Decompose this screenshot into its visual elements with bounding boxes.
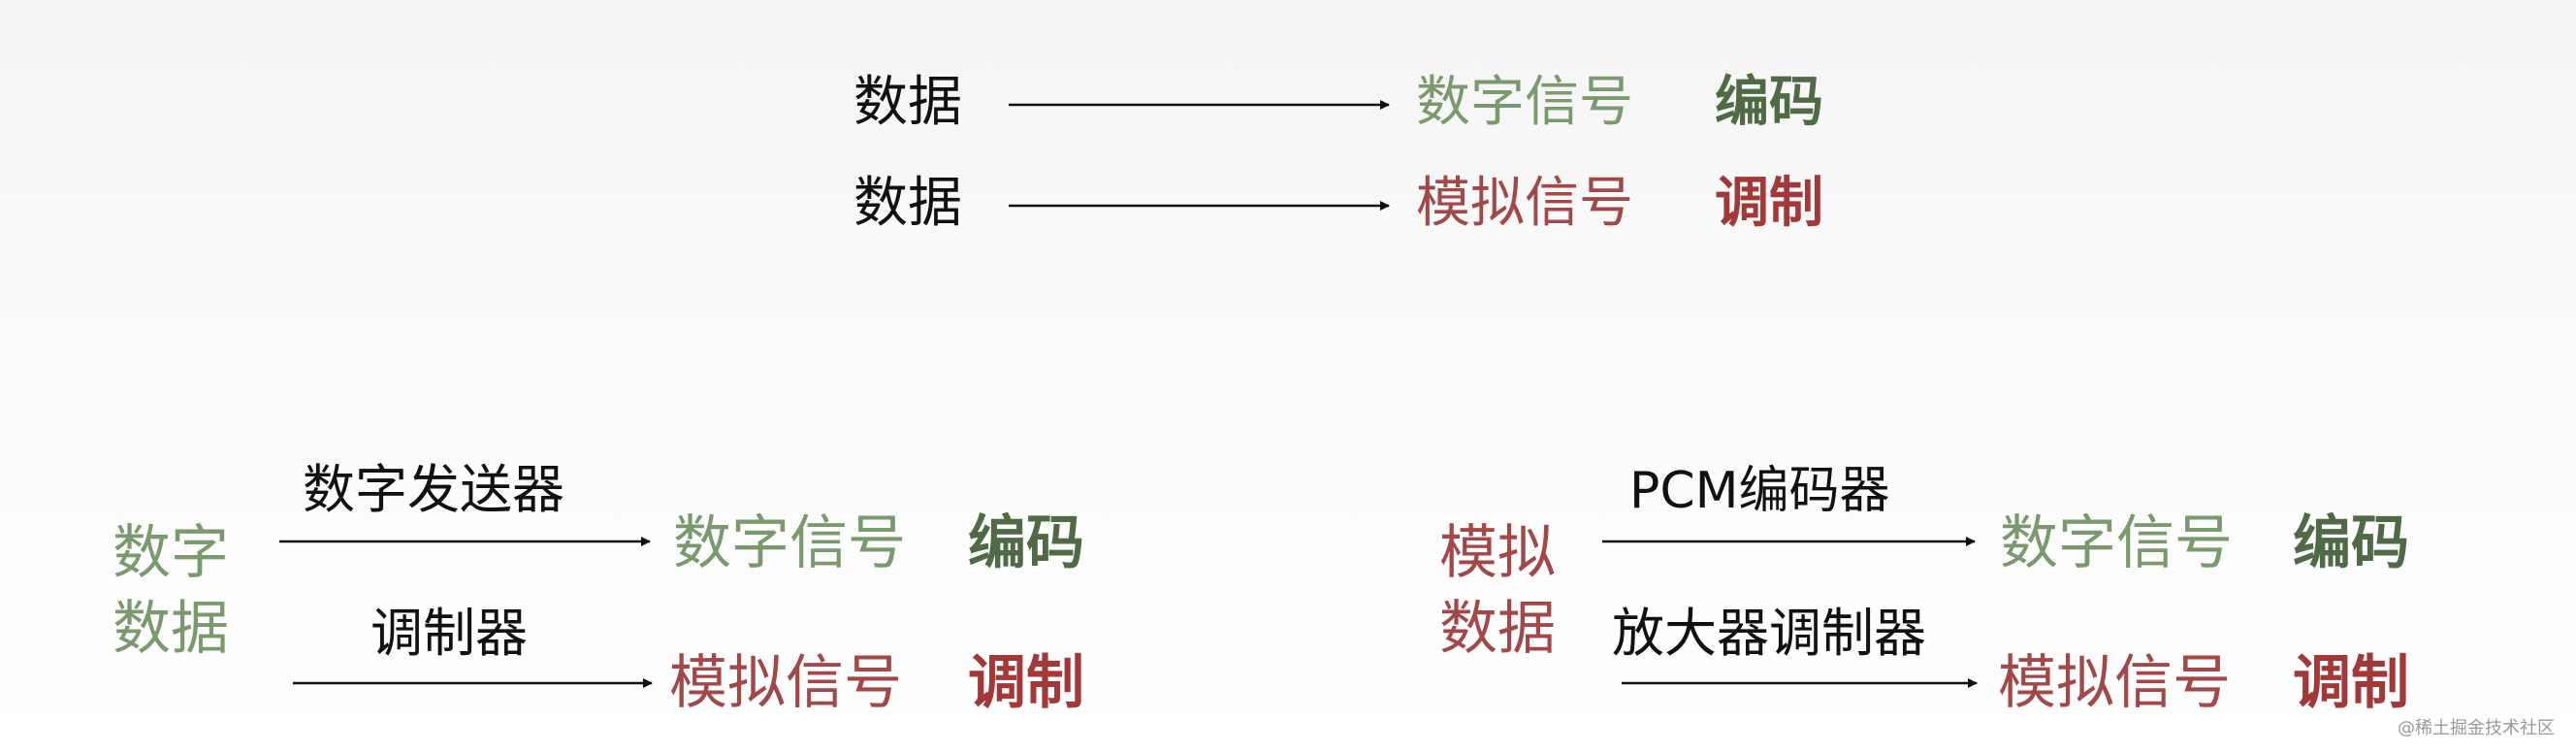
left-lower-target: 模拟信号: [669, 649, 902, 717]
right-lower-target: 模拟信号: [1998, 649, 2231, 717]
right-lower-process: 调制: [2293, 649, 2409, 717]
right-upper-process: 编码: [2293, 509, 2409, 577]
top-row1-source: 数据: [853, 71, 962, 134]
left-lower-device: 调制器: [370, 603, 528, 664]
right-upper-target: 数字信号: [2000, 509, 2233, 577]
right-lower-device: 放大器调制器: [1612, 603, 1926, 664]
left-upper-process: 编码: [968, 509, 1084, 577]
top-row2-target: 模拟信号: [1416, 172, 1633, 235]
left-upper-target: 数字信号: [673, 509, 906, 577]
right-source-line1: 模拟: [1439, 519, 1556, 587]
top-row2-source: 数据: [853, 172, 962, 235]
right-upper-device: PCM编码器: [1629, 462, 1890, 520]
left-upper-device: 数字发送器: [303, 459, 564, 520]
watermark: @稀土掘金技术社区: [2398, 718, 2555, 738]
top-row1-process: 编码: [1715, 71, 1823, 134]
left-source-line2: 数据: [113, 595, 229, 663]
left-source-line1: 数字: [113, 519, 229, 587]
right-source-line2: 数据: [1439, 595, 1556, 663]
top-row1-target: 数字信号: [1416, 71, 1633, 134]
top-row2-process: 调制: [1715, 172, 1823, 235]
left-lower-process: 调制: [968, 649, 1084, 717]
